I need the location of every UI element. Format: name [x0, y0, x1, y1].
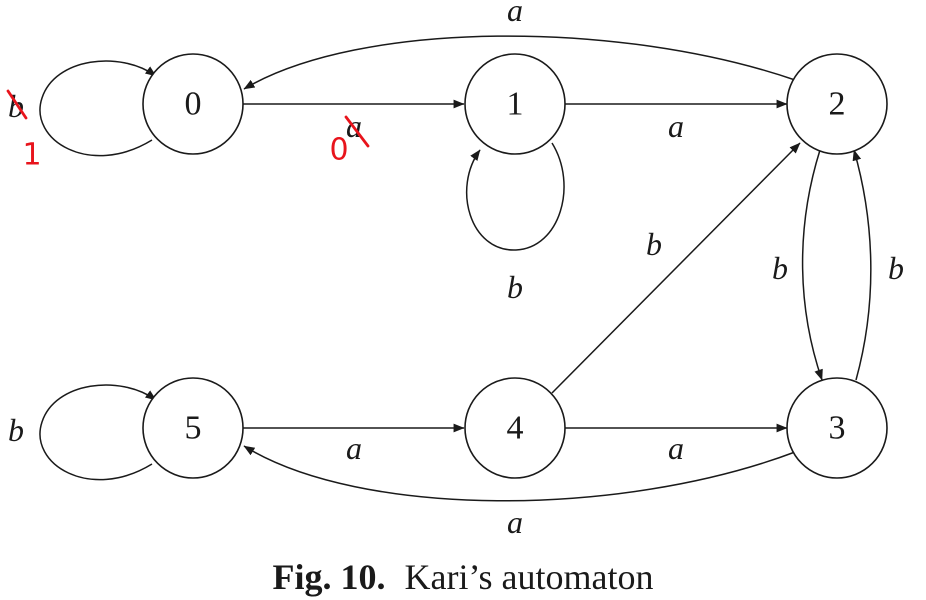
annotation-0-1: 0	[329, 115, 370, 168]
edge-5-5	[39, 384, 157, 481]
edge-label-3-2: b	[888, 250, 904, 286]
edge-3-5	[243, 445, 796, 502]
state-1: 1	[464, 53, 566, 155]
state-4-circle	[464, 377, 566, 479]
edge-label-5-5: b	[8, 412, 24, 448]
state-2-circle	[786, 53, 888, 155]
strike-mark-0-1	[344, 115, 370, 148]
edge-label-2-3: b	[772, 250, 788, 286]
edge-2-0	[243, 35, 796, 90]
edge-label-4-2: b	[646, 226, 662, 262]
edge-label-4-3: a	[668, 430, 684, 466]
edge-label-1-2: a	[668, 108, 684, 144]
annotation-0-0: 1	[6, 89, 42, 173]
state-0: 0	[142, 53, 244, 155]
edge-label-5-4: a	[346, 430, 362, 466]
edge-1-1	[465, 142, 565, 251]
state-4-label: 4	[507, 410, 524, 447]
edge-0-0	[39, 60, 157, 157]
edge-3-2	[852, 149, 872, 381]
edge-label-2-0: a	[507, 0, 523, 28]
edge-4-2	[551, 142, 801, 394]
edge-2-3	[801, 149, 823, 381]
state-1-circle	[464, 53, 566, 155]
state-3-circle	[786, 377, 888, 479]
figure-caption: Fig. 10. Kari’s automaton	[273, 557, 654, 597]
edge-label-3-5: a	[507, 504, 523, 540]
caption-text: Kari’s automaton	[405, 557, 654, 597]
state-3-label: 3	[829, 410, 846, 447]
caption-figure-label: Fig. 10.	[273, 557, 386, 597]
edge-label-1-1: b	[507, 269, 523, 305]
strike-mark-0-0	[6, 89, 28, 120]
state-5-circle	[142, 377, 244, 479]
replacement-label-0-1: 0	[329, 133, 348, 168]
state-5-label: 5	[185, 410, 202, 447]
state-1-label: 1	[507, 86, 524, 123]
state-0-circle	[142, 53, 244, 155]
state-2-label: 2	[829, 86, 846, 123]
state-2: 2	[786, 53, 888, 155]
state-5: 5	[142, 377, 244, 479]
state-3: 3	[786, 377, 888, 479]
replacement-label-0-0: 1	[22, 138, 41, 173]
state-4: 4	[464, 377, 566, 479]
state-0-label: 0	[185, 86, 202, 123]
